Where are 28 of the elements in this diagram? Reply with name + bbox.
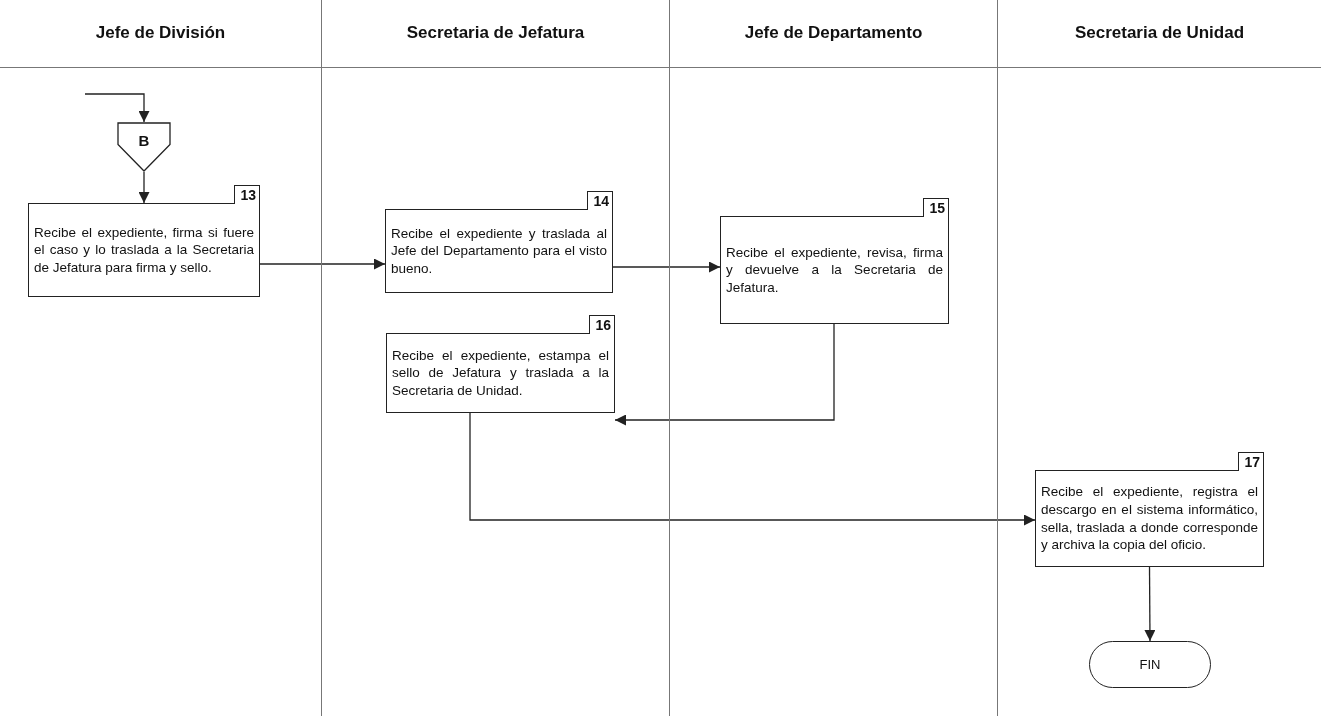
arrow xyxy=(1144,566,1156,642)
arrow xyxy=(84,93,150,123)
lane-header: Jefe de División xyxy=(95,23,226,44)
step-number: 17 xyxy=(1238,452,1264,471)
arrow xyxy=(138,171,150,204)
arrow xyxy=(259,258,386,270)
swimlane xyxy=(0,0,322,716)
arrow xyxy=(469,412,1036,526)
step-number: 16 xyxy=(589,315,615,334)
process-text: Recibe el expediente y traslada al Jefe del Departamento para el visto bueno. xyxy=(391,224,607,278)
swimlane xyxy=(322,0,670,716)
arrow xyxy=(612,261,721,273)
process-text: Recibe el expediente, estampa el sello de Jefatura y traslada a la Secretaria de Unidad. xyxy=(392,346,609,400)
process-text: Recibe el expediente, registra el descargo en el sistema informático, sella, traslada a donde corresponde y archiva la copia del oficio. xyxy=(1041,483,1258,554)
step-number: 13 xyxy=(234,185,260,204)
terminator xyxy=(1089,641,1211,688)
process-text: Recibe el expediente, revisa, firma y devuelve a la Secretaria de Jefatura. xyxy=(726,243,943,297)
step-number: 15 xyxy=(923,198,949,217)
terminator-label: FIN xyxy=(1139,657,1161,672)
step-number: 14 xyxy=(587,191,613,210)
swimlane xyxy=(670,0,998,716)
process-text: Recibe el expediente, firma si fuere el caso y lo traslada a la Secretaria de Jefatura para firma y sello. xyxy=(34,223,254,277)
lane-header: Jefe de Departamento xyxy=(744,23,923,44)
connector-label: B xyxy=(137,132,151,149)
off-page-connector xyxy=(117,122,171,172)
arrow xyxy=(614,323,835,426)
lane-header: Secretaria de Unidad xyxy=(1074,23,1245,44)
lane-header: Secretaria de Jefatura xyxy=(406,23,585,44)
